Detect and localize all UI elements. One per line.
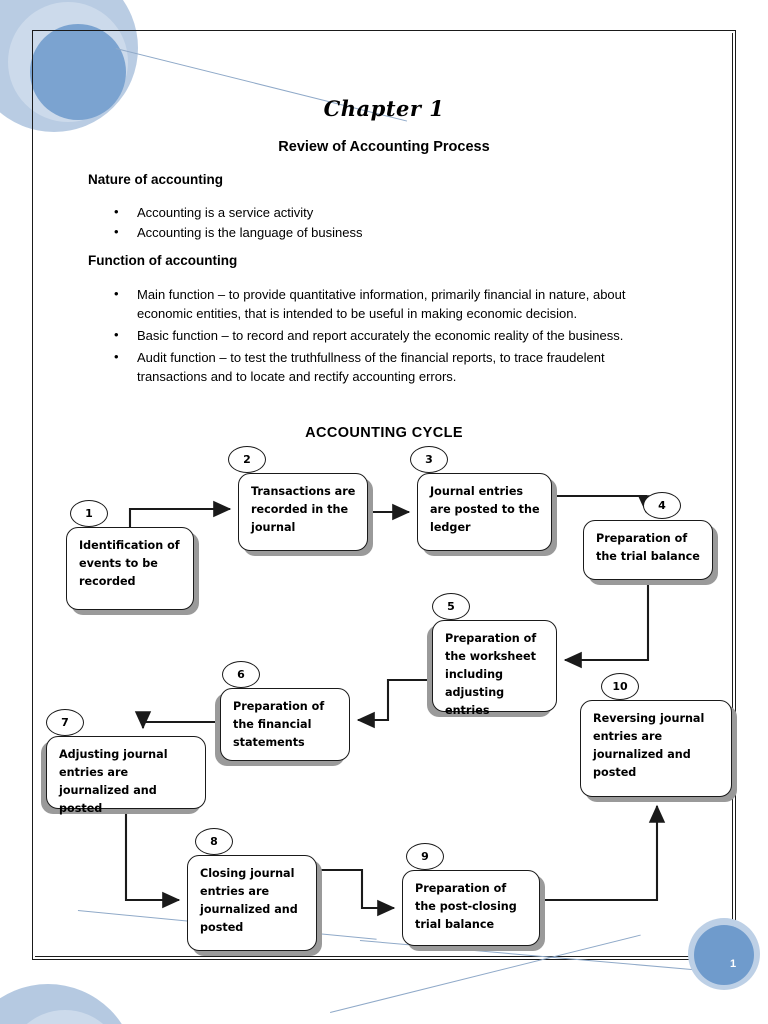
section-heading-nature: Nature of accounting [88,172,224,187]
diagram-node-4: Preparation of the trial balance [583,520,713,580]
diagram-node-8: Closing journal entries are journalized … [187,855,317,951]
node-badge-1: 1 [70,500,108,527]
node-badge-8: 8 [195,828,233,855]
page-border [32,30,736,960]
node-badge-3: 3 [410,446,448,473]
node-badge-4: 4 [643,492,681,519]
decorative-circle-top-left-inner [30,24,126,120]
node-badge-5: 5 [432,593,470,620]
node-badge-2: 2 [228,446,266,473]
page-title: Chapter 1 [323,96,445,121]
arrow-1-to-2 [128,500,232,527]
list-item: Basic function – to record and report ac… [112,325,672,345]
decorative-circle-page-number-inner [694,925,754,985]
section-heading-function: Function of accounting [88,253,238,268]
arrow-5-to-6 [356,678,432,729]
accounting-cycle-diagram: 1 2 3 4 5 6 7 8 9 10 Identification of e… [32,430,742,970]
diagram-title: ACCOUNTING CYCLE [305,425,463,441]
node-badge-10: 10 [601,673,639,700]
diagram-node-10: Reversing journal entries are journalize… [580,700,732,797]
page-number: 1 [729,958,737,970]
arrow-3-to-4 [552,494,655,514]
arrow-8-to-9 [317,868,396,917]
diagram-node-9: Preparation of the post-closing trial ba… [402,870,540,946]
list-item: Accounting is the language of business [112,222,672,242]
page-subtitle: Review of Accounting Process [278,139,490,155]
diagram-node-3: Journal entries are posted to the ledger [417,473,552,551]
bullet-list-nature: Accounting is a service activity Account… [112,202,672,243]
arrow-4-to-5 [563,580,650,669]
diagram-node-7: Adjusting journal entries are journalize… [46,736,206,815]
list-item: Main function – to provide quantitative … [112,284,672,323]
arrow-7-to-8 [124,809,181,909]
node-badge-7: 7 [46,709,84,736]
diagram-node-1: Identification of events to be recorded [66,527,194,610]
list-item: Accounting is a service activity [112,202,672,222]
arrow-9-to-10 [540,804,666,902]
node-badge-6: 6 [222,661,260,688]
diagram-node-2: Transactions are recorded in the journal [238,473,368,551]
bullet-list-function: Main function – to provide quantitative … [112,284,672,389]
diagram-node-5: Preparation of the worksheet including a… [432,620,557,717]
list-item: Audit function – to test the truthfullne… [112,347,672,386]
arrow-6-to-7 [134,711,220,730]
diagram-node-6: Preparation of the financial statements [220,688,350,761]
node-badge-9: 9 [406,843,444,870]
